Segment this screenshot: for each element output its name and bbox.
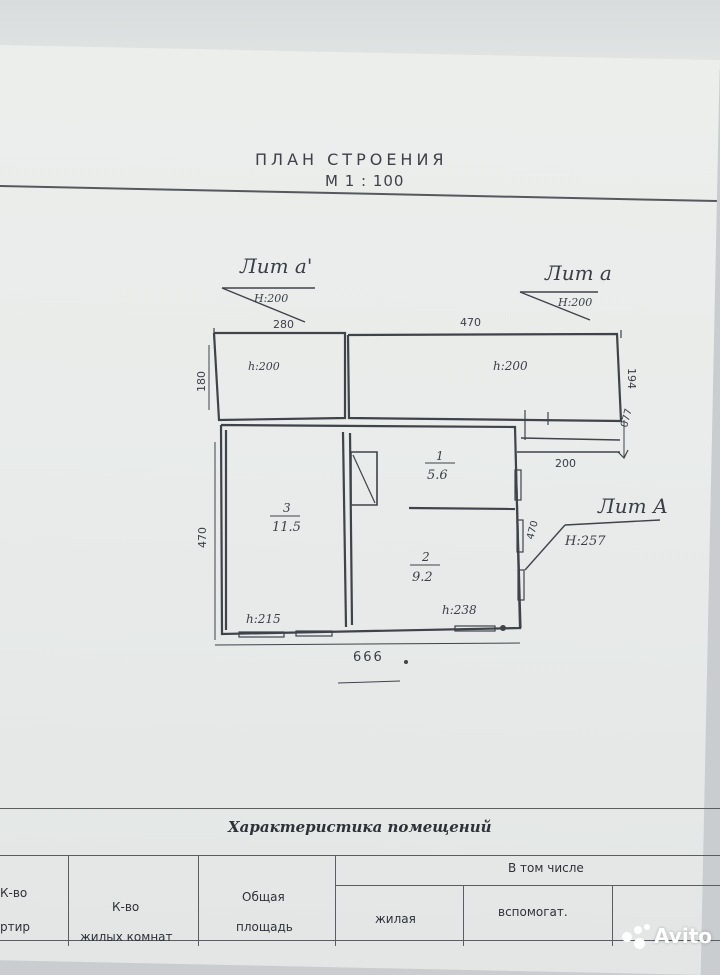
col-vspomog: вспомогат. [498,905,568,919]
col-area-top: Общая [242,890,285,904]
col-komnat-top: К-во [112,900,140,914]
room-1-area: 5.6 [427,468,448,483]
window-right-3 [517,569,525,601]
stove-shape [350,451,378,506]
label-lit-a-prime-h: Н:200 [253,292,288,305]
col-area-bottom: площадь [236,920,293,934]
avito-text: Avito [654,924,712,948]
right-wall-inner [515,451,522,629]
avito-watermark: Avito [622,924,712,949]
dim-194: 194 [625,368,638,389]
room-1-number: 1 [436,449,444,463]
table-heading: Характеристика помещений [228,818,492,836]
corner-dot [500,625,506,631]
leader-lit-A [564,519,661,526]
label-lit-A-h: Н:257 [564,534,606,549]
right-ceiling-height: h:238 [442,603,477,617]
veranda-step-line [520,437,621,441]
veranda-left-wall [212,331,347,422]
label-lit-a-prime: Лит а' [239,254,312,278]
veranda-right-height: h:200 [493,359,528,373]
window-bottom-left [238,631,285,638]
col-komnat-bottom: жилых комнат [80,930,173,944]
label-lit-a: Лит а [544,261,612,285]
col-vtom: В том числе [508,861,584,875]
dim-077: 077 [619,407,635,428]
partition-room1-room2 [408,506,516,511]
window-right-1 [514,469,522,501]
veranda-left-height: h:200 [248,360,280,373]
label-lit-a-h: Н:200 [557,296,592,309]
avito-dots-icon [622,924,651,949]
veranda-right-wall [346,332,623,423]
table-rule-top [0,808,720,809]
main-house-wall [219,423,522,636]
left-ceiling-height: h:215 [246,612,281,626]
underline-666 [337,680,401,684]
room-3-area: 11.5 [272,520,301,535]
col-zhilaya: жилая [375,912,416,926]
col-kvartir-bottom: ртир [0,920,31,934]
col-kvartir-top: К-во [0,886,28,900]
dim-180: 180 [195,371,208,392]
table-rule-bottom [0,940,720,941]
room-2-number: 2 [421,550,430,564]
label-lit-A: Лит А [597,494,668,518]
table-rule-sub [335,885,720,886]
stove-diagonal [352,454,376,504]
room-2-area: 9.2 [412,570,433,585]
dim-666: 666 [353,650,384,665]
dim-470-right: 470 [525,519,541,540]
partition-wall [341,431,348,628]
plan-scale: М 1 : 100 [325,172,405,190]
plan-title: ПЛАН СТРОЕНИЯ [255,150,448,169]
room-3-number: 3 [283,501,291,515]
dim-280: 280 [273,318,294,331]
dim-470-top: 470 [460,316,481,329]
table-rule-header [0,855,720,856]
window-bottom-right [454,625,496,632]
window-bottom-mid [295,630,333,637]
dim-470-left: 470 [196,527,209,548]
window-right-2 [516,519,524,553]
dim-200: 200 [555,457,576,470]
